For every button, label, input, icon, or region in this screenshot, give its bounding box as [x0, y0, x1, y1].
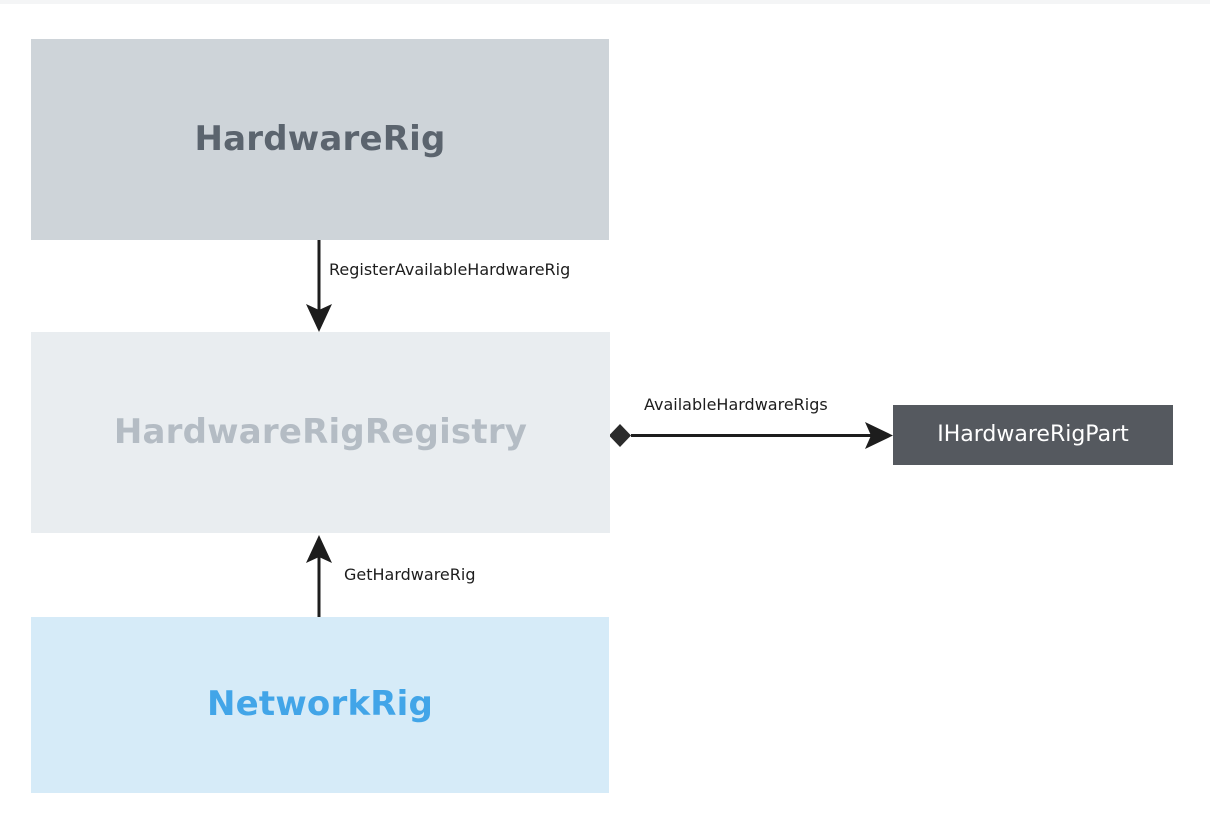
- node-hardwarerig-label: HardwareRig: [194, 118, 446, 159]
- node-networkrig[interactable]: NetworkRig: [31, 617, 609, 793]
- composition-diamond-icon: [609, 424, 631, 447]
- node-networkrig-label: NetworkRig: [206, 684, 434, 725]
- edge-register-available-hardware-rig: [306, 240, 332, 332]
- edge-available-hardware-rigs: [609, 422, 893, 449]
- arrowhead-down-icon: [306, 304, 332, 332]
- node-hardwarerigregistry[interactable]: HardwareRigRegistry: [31, 332, 610, 533]
- edge-get-hardware-rig: [306, 535, 332, 617]
- edge-label-available-hardware-rigs: AvailableHardwareRigs: [644, 395, 828, 414]
- arrowhead-right-icon: [865, 422, 893, 449]
- node-hardwarerigregistry-label: HardwareRigRegistry: [113, 411, 528, 452]
- node-hardwarerig[interactable]: HardwareRig: [31, 39, 609, 240]
- top-edge-strip: [0, 0, 1210, 4]
- arrowhead-up-icon: [306, 535, 332, 563]
- node-ihardwarerigpart-label: IHardwareRigPart: [937, 421, 1129, 447]
- edge-label-register-available-hardware-rig: RegisterAvailableHardwareRig: [329, 260, 571, 279]
- node-ihardwarerigpart[interactable]: IHardwareRigPart: [893, 405, 1173, 465]
- edge-label-get-hardware-rig: GetHardwareRig: [344, 565, 476, 584]
